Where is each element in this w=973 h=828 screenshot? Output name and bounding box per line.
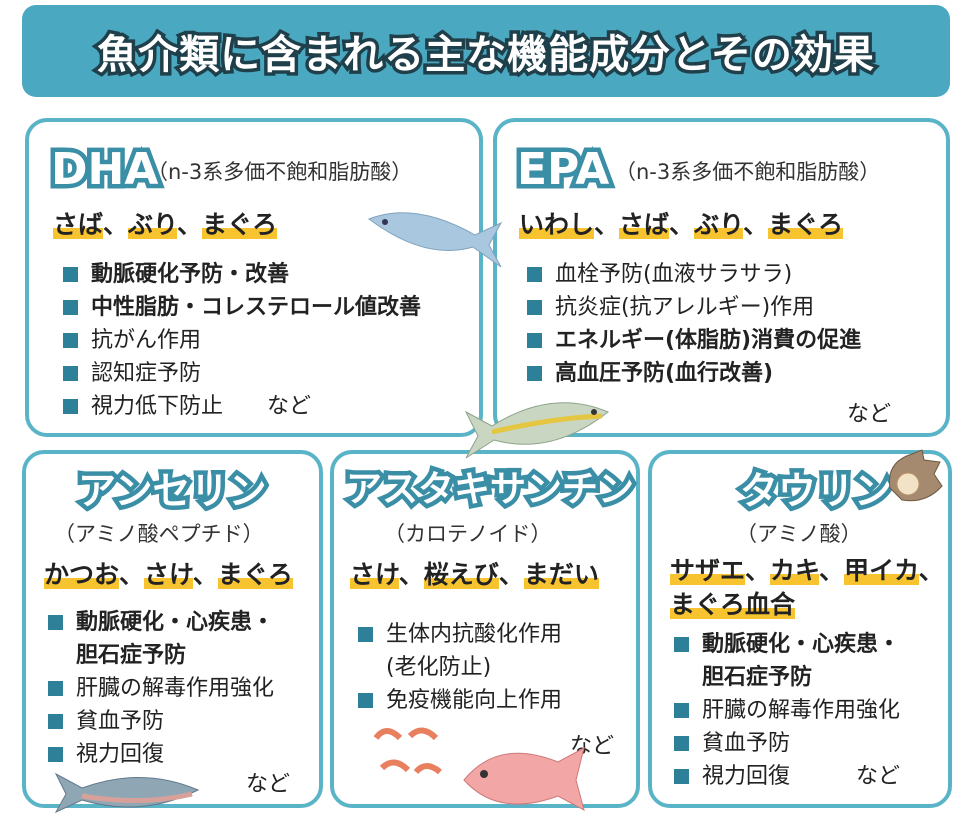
effects-list: 動脈硬化予防・改善 中性脂肪・コレステロール値改善 抗がん作用 認知症予防 視力… (61, 258, 421, 423)
list-item: 抗炎症(抗アレルギー)作用 (525, 291, 861, 324)
food-sources: サザエ、カキ、甲イカ、まぐろ血合 (670, 556, 944, 619)
card-heading: アスタキサンチン (341, 467, 638, 512)
card-heading: アンセリン (73, 468, 271, 515)
card-heading: DHA (46, 143, 162, 196)
card-subtitle: （アミノ酸） (736, 522, 862, 546)
list-item: 視力低下防止 など (61, 390, 421, 423)
list-item: 認知症予防 (61, 357, 421, 390)
mackerel-illustration (367, 212, 503, 268)
list-item: 貧血予防 (46, 705, 274, 738)
food-sources: いわし、さば、ぶり、まぐろ (519, 210, 844, 239)
card-astaxanthin: アスタキサンチン （カロテノイド） さけ、桜えび、まだい 生体内抗酸化作用 (老… (330, 450, 640, 808)
food-sources: さけ、桜えび、まだい (350, 560, 599, 589)
card-subtitle: （カロテノイド） (384, 522, 552, 546)
list-item: 胆石症予防 (76, 643, 187, 668)
card-anserine: アンセリン （アミノ酸ペプチド） かつお、さけ、まぐろ 動脈硬化・心疾患・ 胆石… (22, 450, 323, 808)
list-item: 動脈硬化・心疾患・ (46, 606, 274, 639)
turban-shell-illustration (888, 449, 943, 502)
salmon-illustration (54, 772, 200, 814)
effects-list: 生体内抗酸化作用 (老化防止) 免疫機能向上作用 (356, 618, 562, 717)
card-heading: タウリン (735, 468, 896, 515)
list-item: 生体内抗酸化作用 (356, 618, 562, 651)
card-subtitle: （n-3系多価不飽和脂肪酸） (147, 160, 413, 184)
list-item: エネルギー(体脂肪)消費の促進 (525, 324, 861, 357)
card-taurine: タウリン （アミノ酸） サザエ、カキ、甲イカ、まぐろ血合 動脈硬化・心疾患・ 胆… (648, 450, 952, 808)
card-subtitle: （n-3系多価不飽和脂肪酸） (615, 160, 881, 184)
page-title: 魚介類に含まれる主な機能成分とその効果 (22, 5, 950, 97)
effects-list: 血栓予防(血液サラサラ) 抗炎症(抗アレルギー)作用 エネルギー(体脂肪)消費の… (525, 258, 861, 390)
etc-label: など (847, 402, 892, 427)
card-epa: EPA （n-3系多価不飽和脂肪酸） いわし、さば、ぶり、まぐろ 血栓予防(血液… (493, 118, 950, 437)
food-sources: さば、ぶり、まぐろ (53, 210, 278, 239)
effects-list: 動脈硬化・心疾患・ 胆石症予防 肝臓の解毒作用強化 貧血予防 視力回復 (46, 606, 274, 771)
list-item: 動脈硬化予防・改善 (61, 258, 421, 291)
list-item: 胆石症予防 (702, 665, 813, 690)
list-item: 視力回復 など (672, 760, 900, 793)
list-item: 肝臓の解毒作用強化 (46, 672, 274, 705)
food-sources: かつお、さけ、まぐろ (44, 560, 293, 589)
card-heading: EPA (512, 143, 613, 196)
shrimp-illustration (373, 727, 442, 775)
list-item: 貧血予防 (672, 727, 900, 760)
card-subtitle: （アミノ酸ペプチド） (54, 522, 264, 546)
list-item: 中性脂肪・コレステロール値改善 (61, 291, 421, 324)
list-item: 動脈硬化・心疾患・ (672, 628, 900, 661)
card-dha: DHA （n-3系多価不飽和脂肪酸） さば、ぶり、まぐろ 動脈硬化予防・改善 中… (25, 118, 483, 437)
list-item: 高血圧予防(血行改善) (525, 357, 861, 390)
list-item: (老化防止) (386, 655, 492, 680)
etc-label: など (246, 772, 291, 797)
sea-bream-illustration (463, 747, 585, 811)
list-item: 肝臓の解毒作用強化 (672, 694, 900, 727)
list-item: 免疫機能向上作用 (356, 684, 562, 717)
list-item: 血栓予防(血液サラサラ) (525, 258, 861, 291)
yellowtail-illustration (464, 402, 609, 459)
effects-list: 動脈硬化・心疾患・ 胆石症予防 肝臓の解毒作用強化 貧血予防 視力回復 など (672, 628, 900, 793)
list-item: 抗がん作用 (61, 324, 421, 357)
list-item: 視力回復 (46, 738, 274, 771)
